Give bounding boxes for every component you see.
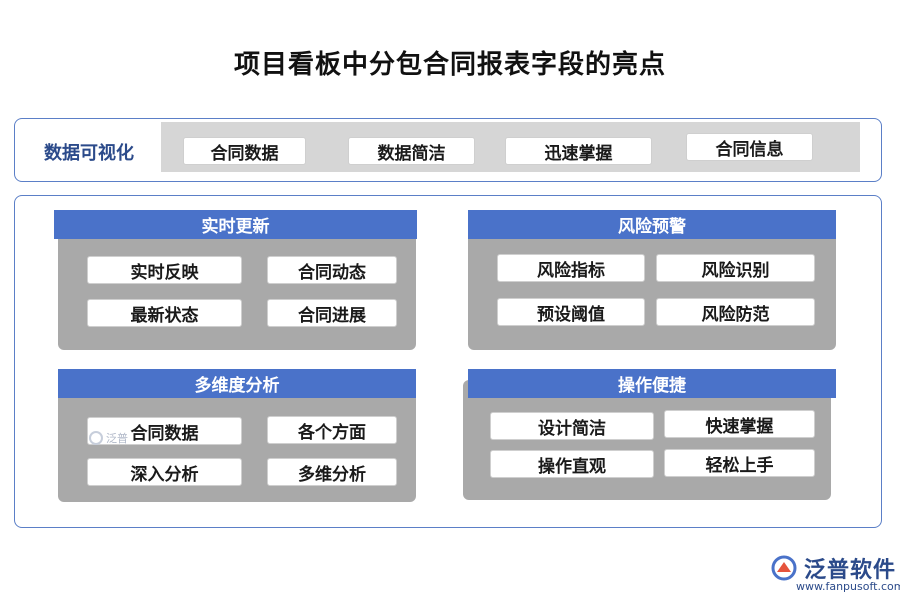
panel-item: 实时反映 bbox=[87, 256, 242, 284]
panel-item: 风险识别 bbox=[656, 254, 815, 282]
panel-item: 合同动态 bbox=[267, 256, 397, 284]
brand-name: 泛普软件 bbox=[804, 558, 897, 583]
panel-item: 最新状态 bbox=[87, 299, 242, 327]
panel-heading: 操作便捷 bbox=[468, 369, 836, 398]
panel-item: 风险防范 bbox=[656, 298, 815, 326]
panel-item: 设计简洁 bbox=[490, 412, 654, 440]
brand-logo: 泛普软件 bbox=[770, 552, 896, 584]
top-item: 数据简洁 bbox=[348, 137, 475, 165]
panel-item: 风险指标 bbox=[497, 254, 645, 282]
panel-item: 深入分析 bbox=[87, 458, 242, 486]
panel-item: 合同数据 bbox=[87, 417, 242, 445]
top-item: 迅速掌握 bbox=[505, 137, 652, 165]
panel-item: 操作直观 bbox=[490, 450, 654, 478]
panel-heading: 多维度分析 bbox=[58, 369, 416, 398]
panel-item: 各个方面 bbox=[267, 416, 397, 444]
panel-heading: 实时更新 bbox=[54, 210, 417, 239]
fanpu-logo-icon bbox=[771, 555, 797, 581]
panel-item: 轻松上手 bbox=[664, 449, 815, 477]
panel-item: 预设阈值 bbox=[497, 298, 645, 326]
top-item: 合同数据 bbox=[183, 137, 306, 165]
top-section-label: 数据可视化 bbox=[44, 143, 134, 164]
panel-realtime-update bbox=[58, 222, 416, 350]
panel-item: 快速掌握 bbox=[664, 410, 815, 438]
watermark: 泛普 bbox=[89, 430, 128, 446]
panel-heading: 风险预警 bbox=[468, 210, 836, 239]
panel-item: 合同进展 bbox=[267, 299, 397, 327]
watermark-logo-icon bbox=[89, 431, 103, 445]
panel-risk-warning bbox=[468, 222, 836, 350]
page-title: 项目看板中分包合同报表字段的亮点 bbox=[233, 50, 666, 80]
brand-url: www.fanpusoft.com bbox=[796, 580, 900, 593]
panel-easy-operation bbox=[463, 380, 831, 500]
top-item: 合同信息 bbox=[686, 133, 813, 161]
panel-item: 多维分析 bbox=[267, 458, 397, 486]
